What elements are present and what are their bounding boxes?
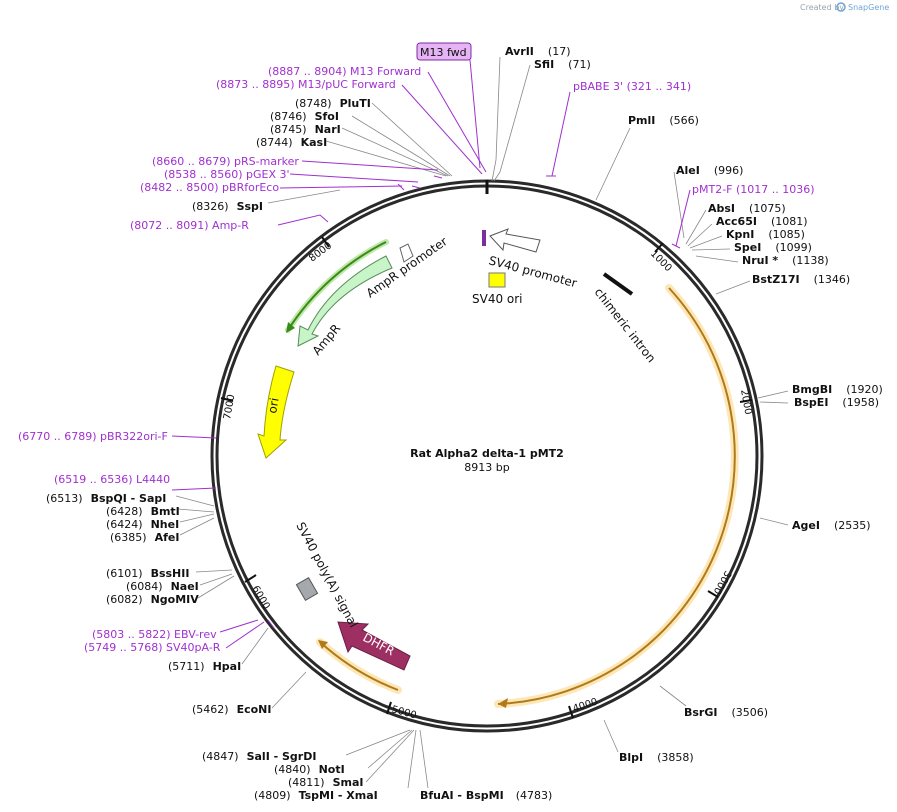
primer-label: pMT2-F (1017 .. 1036) <box>692 183 815 196</box>
enzyme-label: BspEI(1958) <box>794 396 879 409</box>
ampr-shape <box>297 255 393 347</box>
m13-mark <box>482 230 486 246</box>
brand-text: SnapGene <box>848 3 889 12</box>
tick-label-2000: 2000 <box>738 389 753 416</box>
chimeric-intron-shape <box>602 272 634 296</box>
enzyme-label: AgeI(2535) <box>792 519 871 532</box>
enzyme-label: (8326)SspI <box>192 200 263 213</box>
plasmid-title: Rat Alpha2 delta-1 pMT2 <box>410 447 564 460</box>
orf-arc <box>497 287 736 705</box>
enzyme-label: NruI *(1138) <box>742 254 829 267</box>
tick-4000 <box>568 705 574 719</box>
enzyme-label: (8745)NarI <box>270 123 341 136</box>
enzyme-label: AbsI(1075) <box>708 202 786 215</box>
enzyme-label: (6084)NaeI <box>126 580 199 593</box>
primer-label: (8873 .. 8895) M13/pUC Forward <box>216 78 396 91</box>
enzyme-label: (6428)BmtI <box>106 505 180 518</box>
small-orf-arrowhead <box>318 640 328 649</box>
enzyme-label: (4809)TspMI - XmaI <box>254 789 378 802</box>
ampr-arc-arrowhead <box>286 322 295 333</box>
primer-label: (6519 .. 6536) L4440 <box>54 473 170 486</box>
primer-label: M13 fwd <box>420 46 467 59</box>
small-orf-arc <box>319 641 399 691</box>
enzyme-label: (6385)AfeI <box>110 531 179 544</box>
enzyme-label: Acc65I(1081) <box>716 215 808 228</box>
sv40-promoter-shape <box>489 228 541 253</box>
enzyme-label: (4840)NotI <box>274 763 345 776</box>
plasmid-length: 8913 bp <box>464 461 509 474</box>
enzyme-label: (8746)SfoI <box>270 110 339 123</box>
enzyme-label: PmlI(566) <box>628 114 699 127</box>
enzyme-label: BlpI(3858) <box>619 751 694 764</box>
enzyme-label: SfiI(71) <box>534 58 591 71</box>
ampr-arc <box>287 241 387 331</box>
chimeric-intron-label: chimeric intron <box>592 285 659 365</box>
sv40-ori-shape <box>488 272 506 288</box>
enzyme-label: (4847)SalI - SgrDI <box>202 750 316 763</box>
primer-label: (8482 .. 8500) pBRforEco <box>140 181 279 194</box>
enzyme-label: (5462)EcoNI <box>192 703 271 716</box>
dhfr-shape <box>337 621 411 671</box>
enzyme-label: BsrGI(3506) <box>684 706 768 719</box>
tick-8000 <box>321 236 330 248</box>
sv40-ori-label: SV40 ori <box>472 292 523 306</box>
tick-1000 <box>654 242 664 253</box>
enzyme-label: SpeI(1099) <box>734 241 812 254</box>
enzyme-label: (8748)PluTI <box>295 97 371 110</box>
enzyme-label: BfuAI - BspMI(4783) <box>420 789 552 802</box>
ori-shape <box>257 365 295 459</box>
tick-2000 <box>739 399 753 403</box>
tick-3000 <box>707 590 719 598</box>
enzyme-label: (5711)HpaI <box>168 660 241 673</box>
primer-label: (8887 .. 8904) M13 Forward <box>268 65 421 78</box>
polya-label: SV40 poly(A) signal <box>293 520 360 630</box>
orf-arrowhead <box>498 698 508 708</box>
primer-label: (6770 .. 6789) pBR322ori-F <box>18 430 168 443</box>
tick-7000 <box>220 397 234 402</box>
credit-text: Created by <box>800 3 844 12</box>
tick-6000 <box>244 574 257 583</box>
ampr-promoter-shape <box>399 243 414 263</box>
tick-label-3000: 3000 <box>711 569 733 597</box>
primer-label: (8538 .. 8560) pGEX 3' <box>164 168 290 181</box>
primer-label: (5803 .. 5822) EBV-rev <box>92 628 217 641</box>
primer-label: (8072 .. 8091) Amp-R <box>130 219 249 232</box>
primer-leaders <box>171 59 691 649</box>
polya-shape <box>295 577 319 601</box>
enzyme-label: AleI(996) <box>676 164 743 177</box>
tick-5000 <box>386 701 392 715</box>
primer-label: (5749 .. 5768) SV40pA-R <box>84 641 221 654</box>
enzyme-label: (4811)SmaI <box>288 776 363 789</box>
primer-label: pBABE 3' (321 .. 341) <box>573 80 691 93</box>
enzyme-label: KpnI(1085) <box>726 228 805 241</box>
snapgene-logo: SnapGene <box>836 2 889 12</box>
orf-arc-highlight <box>494 284 739 708</box>
enzyme-leaders <box>175 56 789 789</box>
enzyme-label: BstZ17I(1346) <box>752 273 850 286</box>
enzyme-label: AvrII(17) <box>505 45 571 58</box>
enzyme-label: BmgBI(1920) <box>792 383 883 396</box>
enzyme-label: (6082)NgoMIV <box>106 593 199 606</box>
primer-label: (8660 .. 8679) pRS-marker <box>152 155 299 168</box>
tick-label-7000: 7000 <box>222 394 237 421</box>
ori-label: ori <box>265 397 281 415</box>
enzyme-label: (8744)KasI <box>256 136 327 149</box>
enzyme-label: (6424)NheI <box>106 518 179 531</box>
enzyme-label: (6101)BssHII <box>106 567 189 580</box>
enzyme-label: (6513)BspQI - SapI <box>46 492 166 505</box>
m13-fwd-box <box>416 42 472 61</box>
